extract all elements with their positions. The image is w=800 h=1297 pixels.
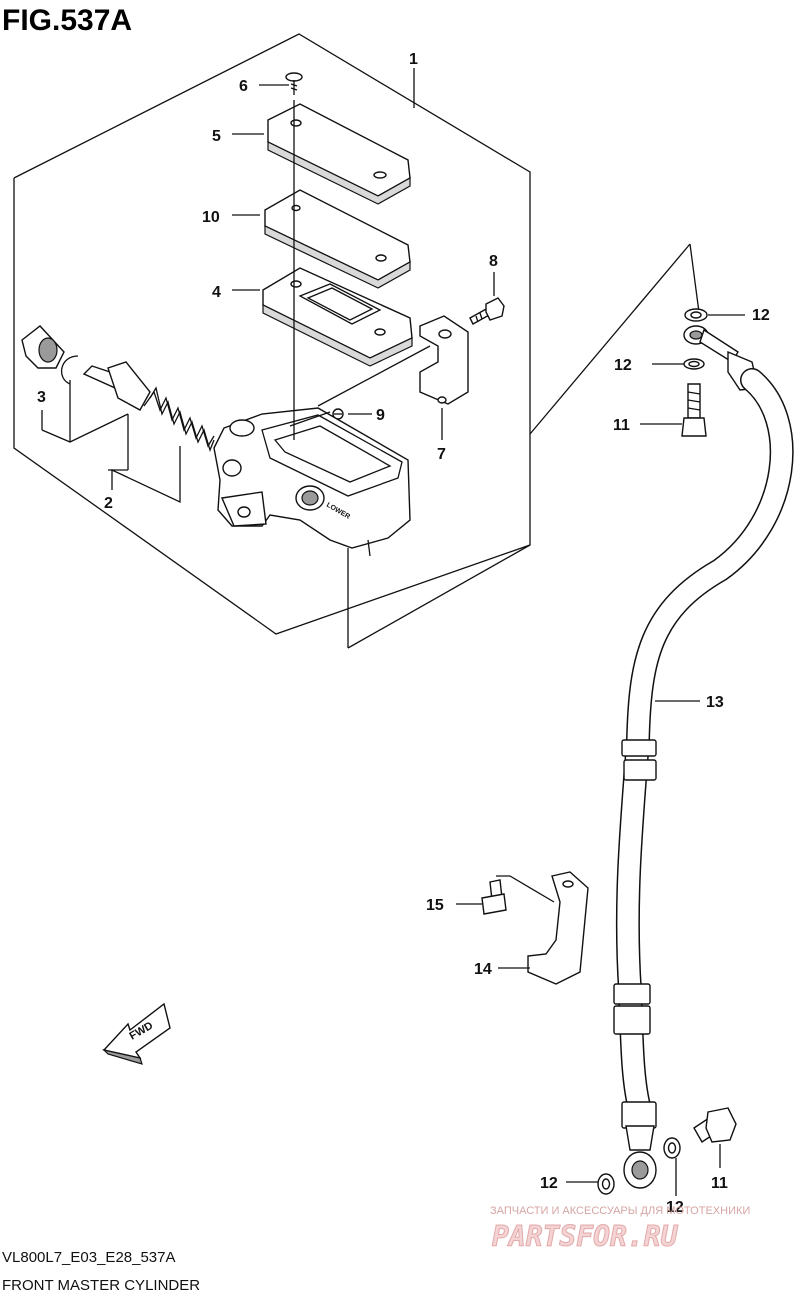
footer-code: VL800L7_E03_E28_537A xyxy=(2,1249,176,1266)
part-11-bolt-top xyxy=(640,383,707,437)
master-cylinder-body: LOWER xyxy=(213,407,411,557)
part-12-washer-top-a xyxy=(684,308,745,322)
hose-banjo-bottom xyxy=(623,1125,657,1189)
callout-8: 8 xyxy=(489,253,498,270)
callout-12-top-left: 12 xyxy=(614,357,632,374)
part-6-screw xyxy=(285,72,303,95)
callout-12-top-right: 12 xyxy=(752,307,770,324)
callout-3: 3 xyxy=(37,389,46,406)
part-4-diaphragm xyxy=(262,267,413,367)
callout-4: 4 xyxy=(212,284,221,301)
part-10-plate xyxy=(264,189,411,289)
fwd-direction-arrow: FWD xyxy=(102,1002,171,1065)
part-2-piston-spring xyxy=(82,361,215,452)
watermark-tagline: ЗАПЧАСТИ И АКСЕССУАРЫ ДЛЯ МОТОТЕХНИКИ xyxy=(490,1205,750,1217)
part-3-boot xyxy=(21,325,79,385)
part-11-bolt-bottom xyxy=(693,1107,737,1168)
part-5-cap xyxy=(267,103,411,205)
callout-12-bottom-left: 12 xyxy=(540,1175,558,1192)
watermark-brand: PARTSFOR.RU xyxy=(492,1220,679,1253)
callout-9: 9 xyxy=(376,407,385,424)
part-12-washer-top-b xyxy=(652,358,705,370)
callout-5: 5 xyxy=(212,128,221,145)
part-15-bolt xyxy=(456,875,555,915)
callout-2: 2 xyxy=(104,495,113,512)
figure-title: FIG.537A xyxy=(2,4,132,37)
callout-6: 6 xyxy=(239,78,248,95)
footer-name: FRONT MASTER CYLINDER xyxy=(2,1277,200,1294)
hose-guide-lines xyxy=(529,243,701,435)
part-8-bolt xyxy=(469,297,505,325)
part-14-bracket xyxy=(498,871,589,985)
callout-10: 10 xyxy=(202,209,220,226)
leader-lines-top xyxy=(41,68,531,649)
callout-11-bottom: 11 xyxy=(711,1175,728,1192)
callout-15: 15 xyxy=(426,897,444,914)
callout-11-top: 11 xyxy=(613,417,630,434)
part-7-clamp xyxy=(419,315,469,405)
callout-7: 7 xyxy=(437,446,446,463)
part-12-washer-bottom-b xyxy=(663,1137,681,1196)
callout-12-bottom-right: 12 xyxy=(666,1199,684,1216)
part-13-brake-hose xyxy=(613,368,794,1129)
part-12-washer-bottom-a xyxy=(566,1173,615,1195)
callout-1: 1 xyxy=(409,51,418,68)
callout-13: 13 xyxy=(706,694,724,711)
callout-14: 14 xyxy=(474,961,492,978)
